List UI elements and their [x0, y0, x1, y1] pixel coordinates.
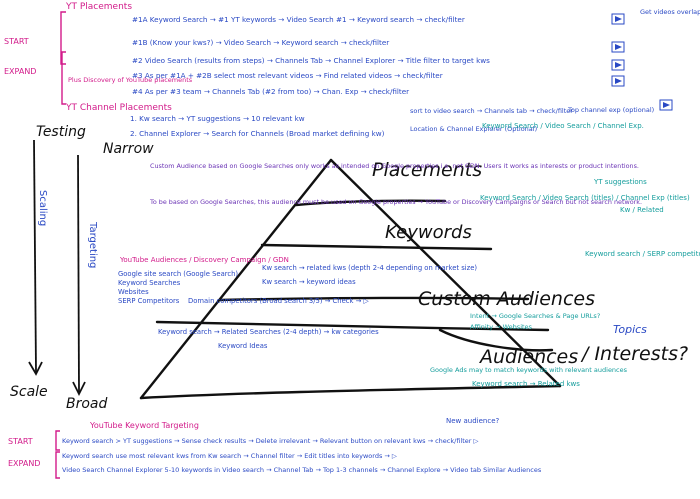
plus-discovery-note: Plus Discovery of YouTube placements	[68, 76, 193, 84]
kw-related-depth: Kw search → related kws (depth 2-4 depen…	[262, 264, 477, 272]
pyramid-line-2	[260, 243, 493, 251]
play-triangle-icon	[615, 78, 622, 84]
play-triangle-icon	[615, 62, 622, 68]
side-narrow: Narrow	[103, 141, 154, 157]
kw-keyword-ideas: Kw search → keyword ideas	[262, 278, 356, 286]
new-audience-note: New audience?	[446, 417, 500, 425]
audiences-line-a	[438, 328, 554, 352]
bracket-expand-bottom	[55, 451, 60, 479]
side-broad: Broad	[66, 396, 108, 412]
google-ads-may: Google Ads may to match keywords with re…	[430, 366, 628, 374]
play-box-icon	[611, 41, 625, 53]
flow-2: #2 Video Search (results from steps) → C…	[132, 56, 490, 65]
bottom-flow-expand-1: Keyword search use most relevant kws fro…	[62, 452, 397, 460]
kw-related-searches: Keyword search → Related Searches (2-4 d…	[158, 328, 379, 336]
flow-1a: #1A Keyword Search → #1 YT keywords → Vi…	[132, 15, 465, 24]
custom-aud-note-1: Custom Audience based on Google Searches…	[150, 162, 639, 170]
domain-competitors: Domain competitors (Broad search 3/5) → …	[188, 297, 369, 305]
websites-right: Affinity → Websites	[470, 323, 533, 331]
custom-aud-google: Intent → Google Searches & Page URLs?	[470, 312, 600, 320]
flow-1b: #1B (Know your kws?) → Video Search → Ke…	[132, 38, 389, 47]
side-targeting: Targeting	[87, 221, 98, 268]
label-placements: Placements	[372, 159, 482, 181]
kw-related-note: Kw / Related	[620, 206, 664, 214]
bracket-start-top	[60, 11, 66, 65]
pyramid-right-edge	[329, 158, 562, 388]
label-interests: / Interests?	[580, 343, 688, 365]
youtube-audiences-line: YouTube Audiences / Discovery Campaign /…	[119, 256, 289, 264]
pyramid-line-4	[155, 320, 550, 332]
arrow-narrow-to-broad	[77, 154, 80, 394]
pyramid-line-1	[294, 199, 447, 207]
custom-aud-note-2: To be based on Google Searches, this aud…	[149, 198, 642, 206]
pyramid-base	[139, 384, 562, 400]
play-box-icon	[611, 75, 625, 87]
bottom-flow-expand-2: Video Search Channel Explorer 5-10 keywo…	[62, 466, 542, 474]
yt-suggestions-note: YT suggestions	[593, 178, 647, 186]
kw-search-serp: Keyword search / SERP competitors	[585, 250, 700, 258]
side-start-top: START	[4, 37, 29, 46]
serp-competitors: SERP Competitors	[118, 297, 180, 305]
yt-keyword-targeting-title: YouTube Keyword Targeting	[89, 421, 199, 430]
play-box-icon	[611, 13, 625, 25]
channel-explorer-search: 2. Channel Explorer → Search for Channel…	[130, 129, 385, 138]
pyramid-line-3	[218, 296, 530, 302]
label-topics: Topics	[613, 323, 647, 336]
play-triangle-icon	[615, 16, 622, 22]
sort-video-search: sort to video search → Channels tab → ch…	[410, 107, 573, 115]
flow-3: #3 As per #1A + #2B select most relevant…	[132, 71, 443, 80]
yt-placements-title: YT Placements	[65, 2, 132, 12]
label-keywords: Keywords	[385, 222, 472, 243]
arrow-testing-head	[28, 361, 43, 376]
pyramid-left-edge	[139, 158, 333, 400]
yt-channel-placements-title: YT Channel Placements	[65, 103, 172, 113]
side-expand-bottom: EXPAND	[8, 459, 40, 468]
keyword-searches-left: Keyword Searches	[118, 279, 181, 287]
bracket-expand-top	[61, 51, 66, 105]
side-scale: Scale	[10, 384, 48, 400]
location-channel-explorer: Location & Channel Explorer (Optional)	[410, 125, 537, 133]
bottom-flow-start: Keyword search > YT suggestions → Sense …	[62, 437, 479, 445]
websites-left: Websites	[118, 288, 149, 296]
arrow-narrow-head	[72, 381, 86, 397]
play-triangle-icon	[615, 44, 622, 50]
get-videos-note: Get videos overlap	[640, 8, 700, 16]
side-scaling: Scaling	[37, 190, 48, 226]
kw-search-suggestions: 1. Kw search → YT suggestions → 10 relev…	[130, 114, 305, 123]
google-site-search: Google site search (Google Search)	[118, 270, 238, 278]
keyword-ideas-bottom: Keyword Ideas	[218, 342, 268, 350]
side-start-bottom: START	[8, 437, 33, 446]
top-channel-exp: Top channel exp (optional)	[567, 106, 654, 114]
arrow-testing-to-scale	[33, 139, 37, 373]
kw-search-related-right: Keyword search → Related kws	[472, 380, 580, 388]
kw-search-stack: Keyword Search / Video Search (titles) /…	[480, 194, 690, 202]
pyramid	[139, 158, 562, 400]
flow-4: #4 As per #3 team → Channels Tab (#2 fro…	[132, 87, 409, 96]
play-triangle-icon	[663, 102, 670, 108]
bracket-start-bottom	[55, 430, 60, 451]
label-audiences: Audiences	[478, 346, 578, 368]
side-expand-top: EXPAND	[4, 67, 36, 76]
label-custom-audiences: Custom Audiences	[418, 288, 595, 310]
play-box-icon	[659, 99, 673, 111]
side-testing: Testing	[36, 124, 86, 140]
play-box-icon	[611, 59, 625, 71]
kw-video-channel-stack: Keyword Search / Video Search / Channel …	[482, 122, 644, 130]
